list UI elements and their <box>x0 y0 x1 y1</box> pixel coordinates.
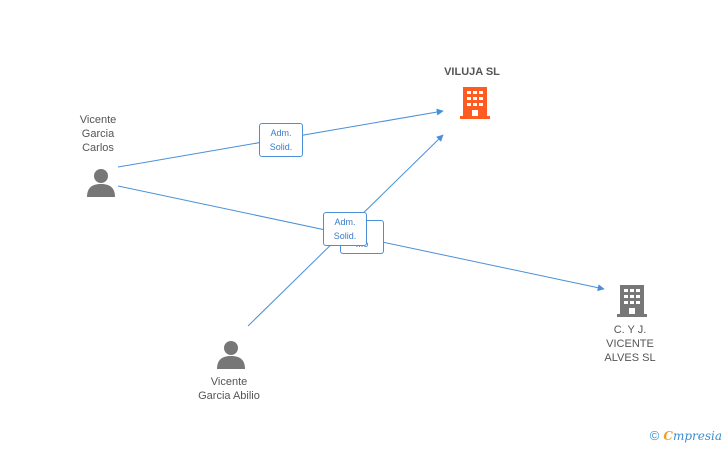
relation-label: Solid. <box>333 231 357 241</box>
company-name-line: VICENTE <box>606 338 654 350</box>
brand-watermark[interactable]: © Cmpresia <box>650 428 722 443</box>
person-name-line: Vicente <box>79 114 117 126</box>
company-name-cyj[interactable]: C. Y J. VICENTE ALVES SL <box>590 323 670 365</box>
relation-label: Adm. <box>270 128 292 138</box>
building-icon-viluja[interactable] <box>459 85 491 121</box>
relation-label: Adm. <box>334 217 356 227</box>
company-name-viluja[interactable]: VILUJA SL <box>444 66 500 78</box>
building-icon-cyj[interactable] <box>616 283 648 319</box>
company-name-line: C. Y J. <box>613 324 647 336</box>
person-name-line: Carlos <box>82 142 114 154</box>
person-name-line: Vicente <box>210 376 248 388</box>
person-icon-vicente-garcia-carlos[interactable] <box>86 168 116 198</box>
person-name-line: Garcia <box>81 128 115 140</box>
person-name-vicente-garcia-abilio[interactable]: Vicente Garcia Abilio <box>184 375 274 403</box>
company-name-line: ALVES SL <box>604 352 656 364</box>
person-icon-vicente-garcia-abilio[interactable] <box>216 340 246 370</box>
copyright-icon: © <box>649 428 660 443</box>
person-name-line: Garcia Abilio <box>198 390 260 402</box>
relation-label: Solid. <box>269 142 293 152</box>
brand-logo: Cmpresia <box>663 428 722 443</box>
relation-badge-abilio-viluja[interactable]: Adm. Solid. <box>323 212 367 246</box>
person-name-vicente-garcia-carlos[interactable]: Vicente Garcia Carlos <box>60 113 136 155</box>
relation-badge-carlos-viluja[interactable]: Adm. Solid. <box>259 123 303 157</box>
